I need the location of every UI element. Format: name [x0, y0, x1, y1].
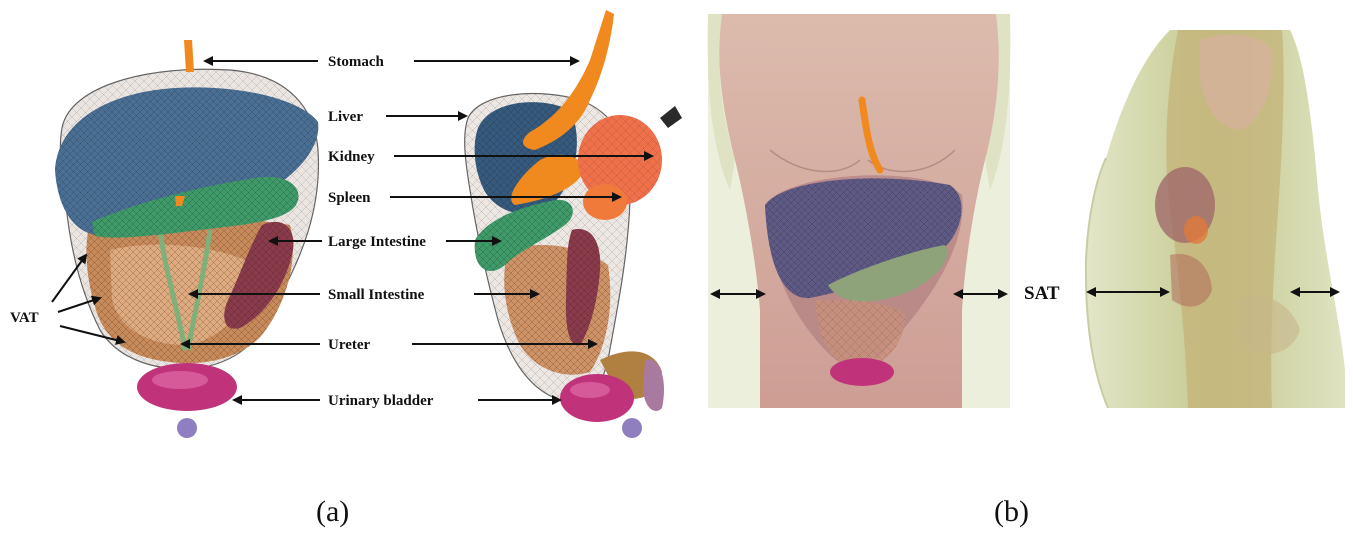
stomach-label: Stomach: [328, 54, 384, 70]
panel-b-side-body: [1086, 30, 1345, 408]
label-liver-group: Liver: [328, 109, 466, 125]
caption-a: (a): [316, 495, 349, 528]
panel-a-side-model: [465, 10, 682, 438]
sat-label: SAT: [1024, 283, 1060, 304]
spleen-label: Spleen: [328, 190, 371, 206]
label-stomach-group: Stomach: [205, 54, 578, 70]
panel-b-front-body: [708, 14, 1011, 408]
panel-a-front-model: [55, 40, 318, 438]
large-intestine-label: Large Intestine: [328, 234, 426, 250]
kidney-label: Kidney: [328, 149, 375, 165]
urinary-bladder-label: Urinary bladder: [328, 393, 434, 409]
liver-label: Liver: [328, 109, 363, 125]
small-intestine-label: Small Intestine: [328, 287, 425, 303]
label-urinary-bladder-group: Urinary bladder: [234, 393, 560, 409]
caption-b: (b): [994, 495, 1029, 528]
ureter-label: Ureter: [328, 337, 371, 353]
vat-label: VAT: [10, 310, 39, 326]
